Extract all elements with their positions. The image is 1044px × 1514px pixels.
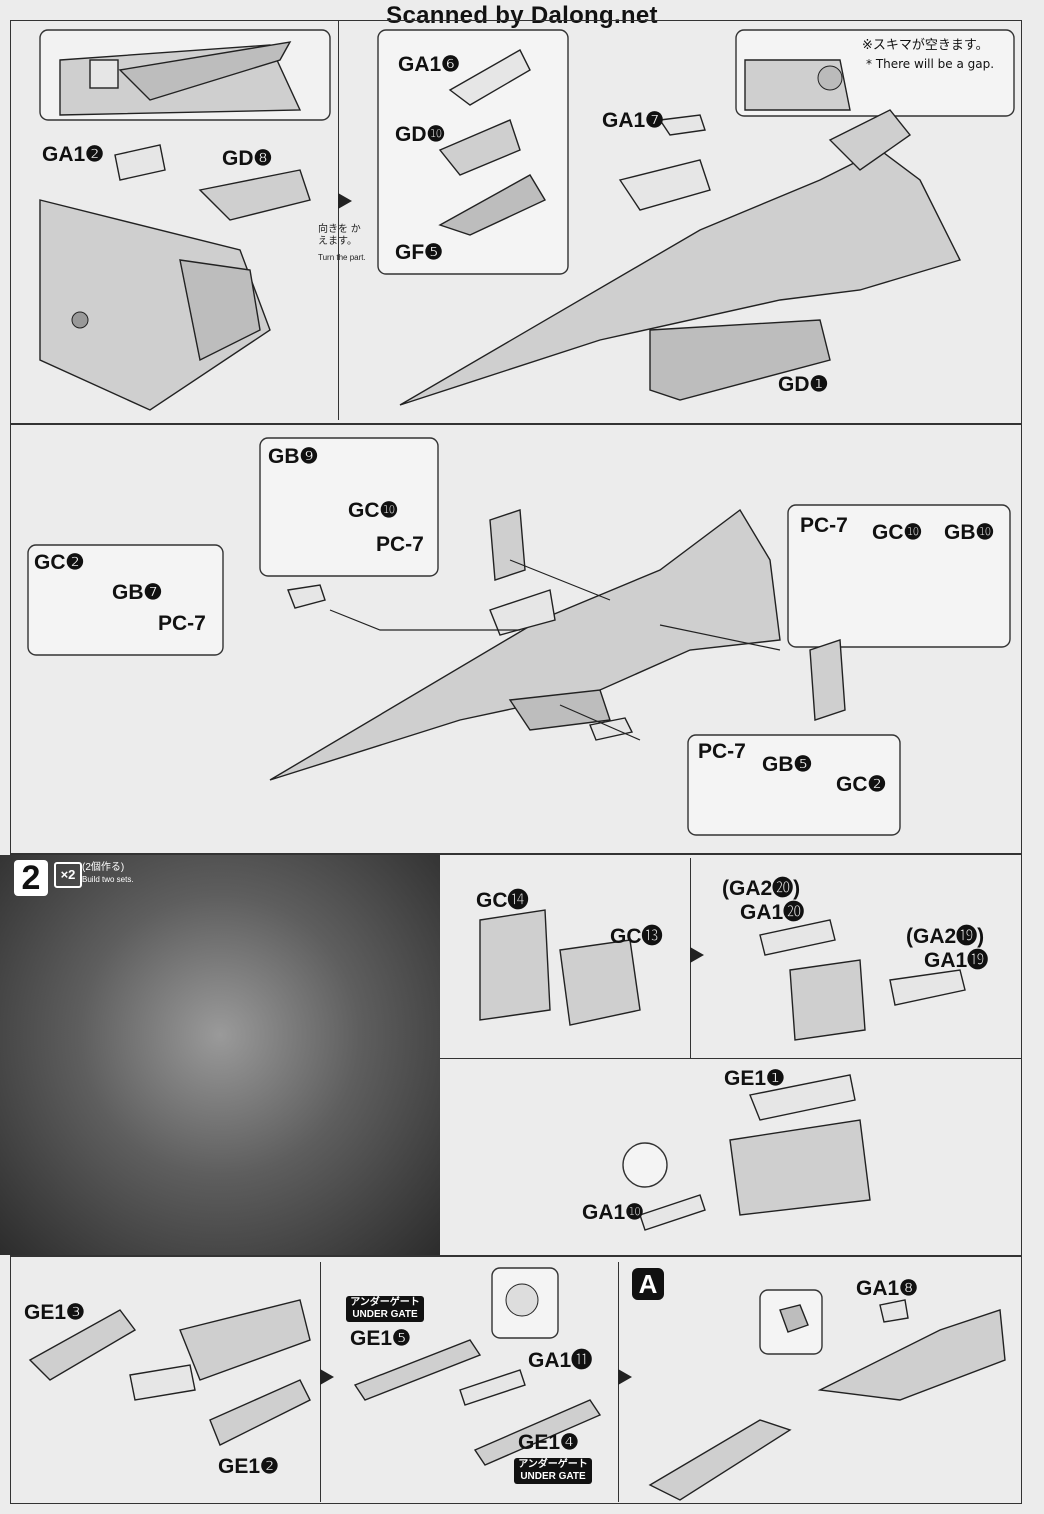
multiplier-badge: ×2 [54, 862, 82, 888]
part-label-ga1-6: GA1❻ [398, 53, 461, 76]
part-label-gd-10: GD❿ [395, 123, 446, 146]
part-label-pc7-right: PC-7 [800, 514, 848, 537]
section-4-frame [10, 1256, 1022, 1504]
gap-note-jp: ※スキマが空きます。 [862, 38, 989, 53]
marker-a: A [632, 1268, 664, 1300]
next-arrow [334, 190, 356, 212]
under-gate-jp: アンダーゲート [350, 1297, 420, 1308]
part-label-gd-1: GD❶ [778, 373, 829, 396]
part-label-gc-13: GC⓭ [610, 925, 663, 948]
next-arrow [686, 944, 708, 966]
multiplier-note-jp: (2個作る) [82, 862, 125, 873]
next-arrow [614, 1366, 636, 1388]
part-label-gb-10: GB❿ [944, 521, 995, 544]
part-label-gf-5: GF❺ [395, 241, 443, 264]
part-label-gb-9: GB❾ [268, 445, 319, 468]
under-gate-jp: アンダーゲート [518, 1459, 588, 1470]
part-label-pc7-bottom: PC-7 [698, 740, 746, 763]
part-label-ga1-7: GA1❼ [602, 109, 665, 132]
gap-note-en: * There will be a gap. [866, 57, 995, 71]
step-number: 2 [14, 860, 48, 896]
part-label-ge1-1-lower: GE1❶ [724, 1067, 785, 1090]
part-label-ga2-19: (GA2⓳) [906, 925, 985, 948]
part-label-gc-14: GC⓮ [476, 889, 529, 912]
part-label-gd-8: GD❽ [222, 147, 273, 170]
next-arrow [316, 1366, 338, 1388]
part-label-ge1-5: GE1❺ [350, 1327, 411, 1350]
part-label-gb-5: GB❺ [762, 753, 813, 776]
part-label-pc7-top: PC-7 [376, 533, 424, 556]
part-label-ge1-3: GE1❸ [24, 1301, 85, 1324]
part-label-gc-10-right: GC❿ [872, 521, 923, 544]
part-label-ga1-10: GA1❿ [582, 1201, 645, 1224]
part-label-gc-10-top: GC❿ [348, 499, 399, 522]
section-1-divider [338, 20, 339, 420]
part-label-ga1-2: GA1❷ [42, 143, 105, 166]
part-label-ga2-20: (GA2⓴) [722, 877, 801, 900]
part-label-ga1-8: GA1❽ [856, 1277, 919, 1300]
under-gate-badge-bottom: アンダーゲート UNDER GATE [514, 1458, 592, 1484]
under-gate-badge-top: アンダーゲート UNDER GATE [346, 1296, 424, 1322]
part-label-gc-2-bottom: GC❷ [836, 773, 887, 796]
part-label-ge1-2: GE1❷ [218, 1455, 279, 1478]
part-label-ga1-19: GA1⓳ [924, 949, 989, 972]
part-label-ge1-4: GE1❹ [518, 1431, 579, 1454]
turn-note-en: Turn the part. [318, 253, 366, 262]
part-label-gb-7: GB❼ [112, 581, 163, 604]
part-label-gc-2-left: GC❷ [34, 551, 85, 574]
under-gate-en: UNDER GATE [352, 1309, 418, 1320]
section-3-divider-h [440, 1058, 1022, 1059]
part-label-ga1-20: GA1⓴ [740, 901, 805, 924]
multiplier-note-en: Build two sets. [82, 875, 134, 884]
section-2-frame [10, 424, 1022, 854]
reference-photo [0, 855, 440, 1255]
under-gate-en: UNDER GATE [520, 1471, 586, 1482]
section-1-frame [10, 20, 1022, 424]
watermark: Scanned by Dalong.net [386, 2, 658, 29]
part-label-ga1-11: GA1⓫ [528, 1349, 593, 1372]
part-label-pc7-left: PC-7 [158, 612, 206, 635]
turn-note-jp: 向きを かえます。 [318, 224, 361, 247]
